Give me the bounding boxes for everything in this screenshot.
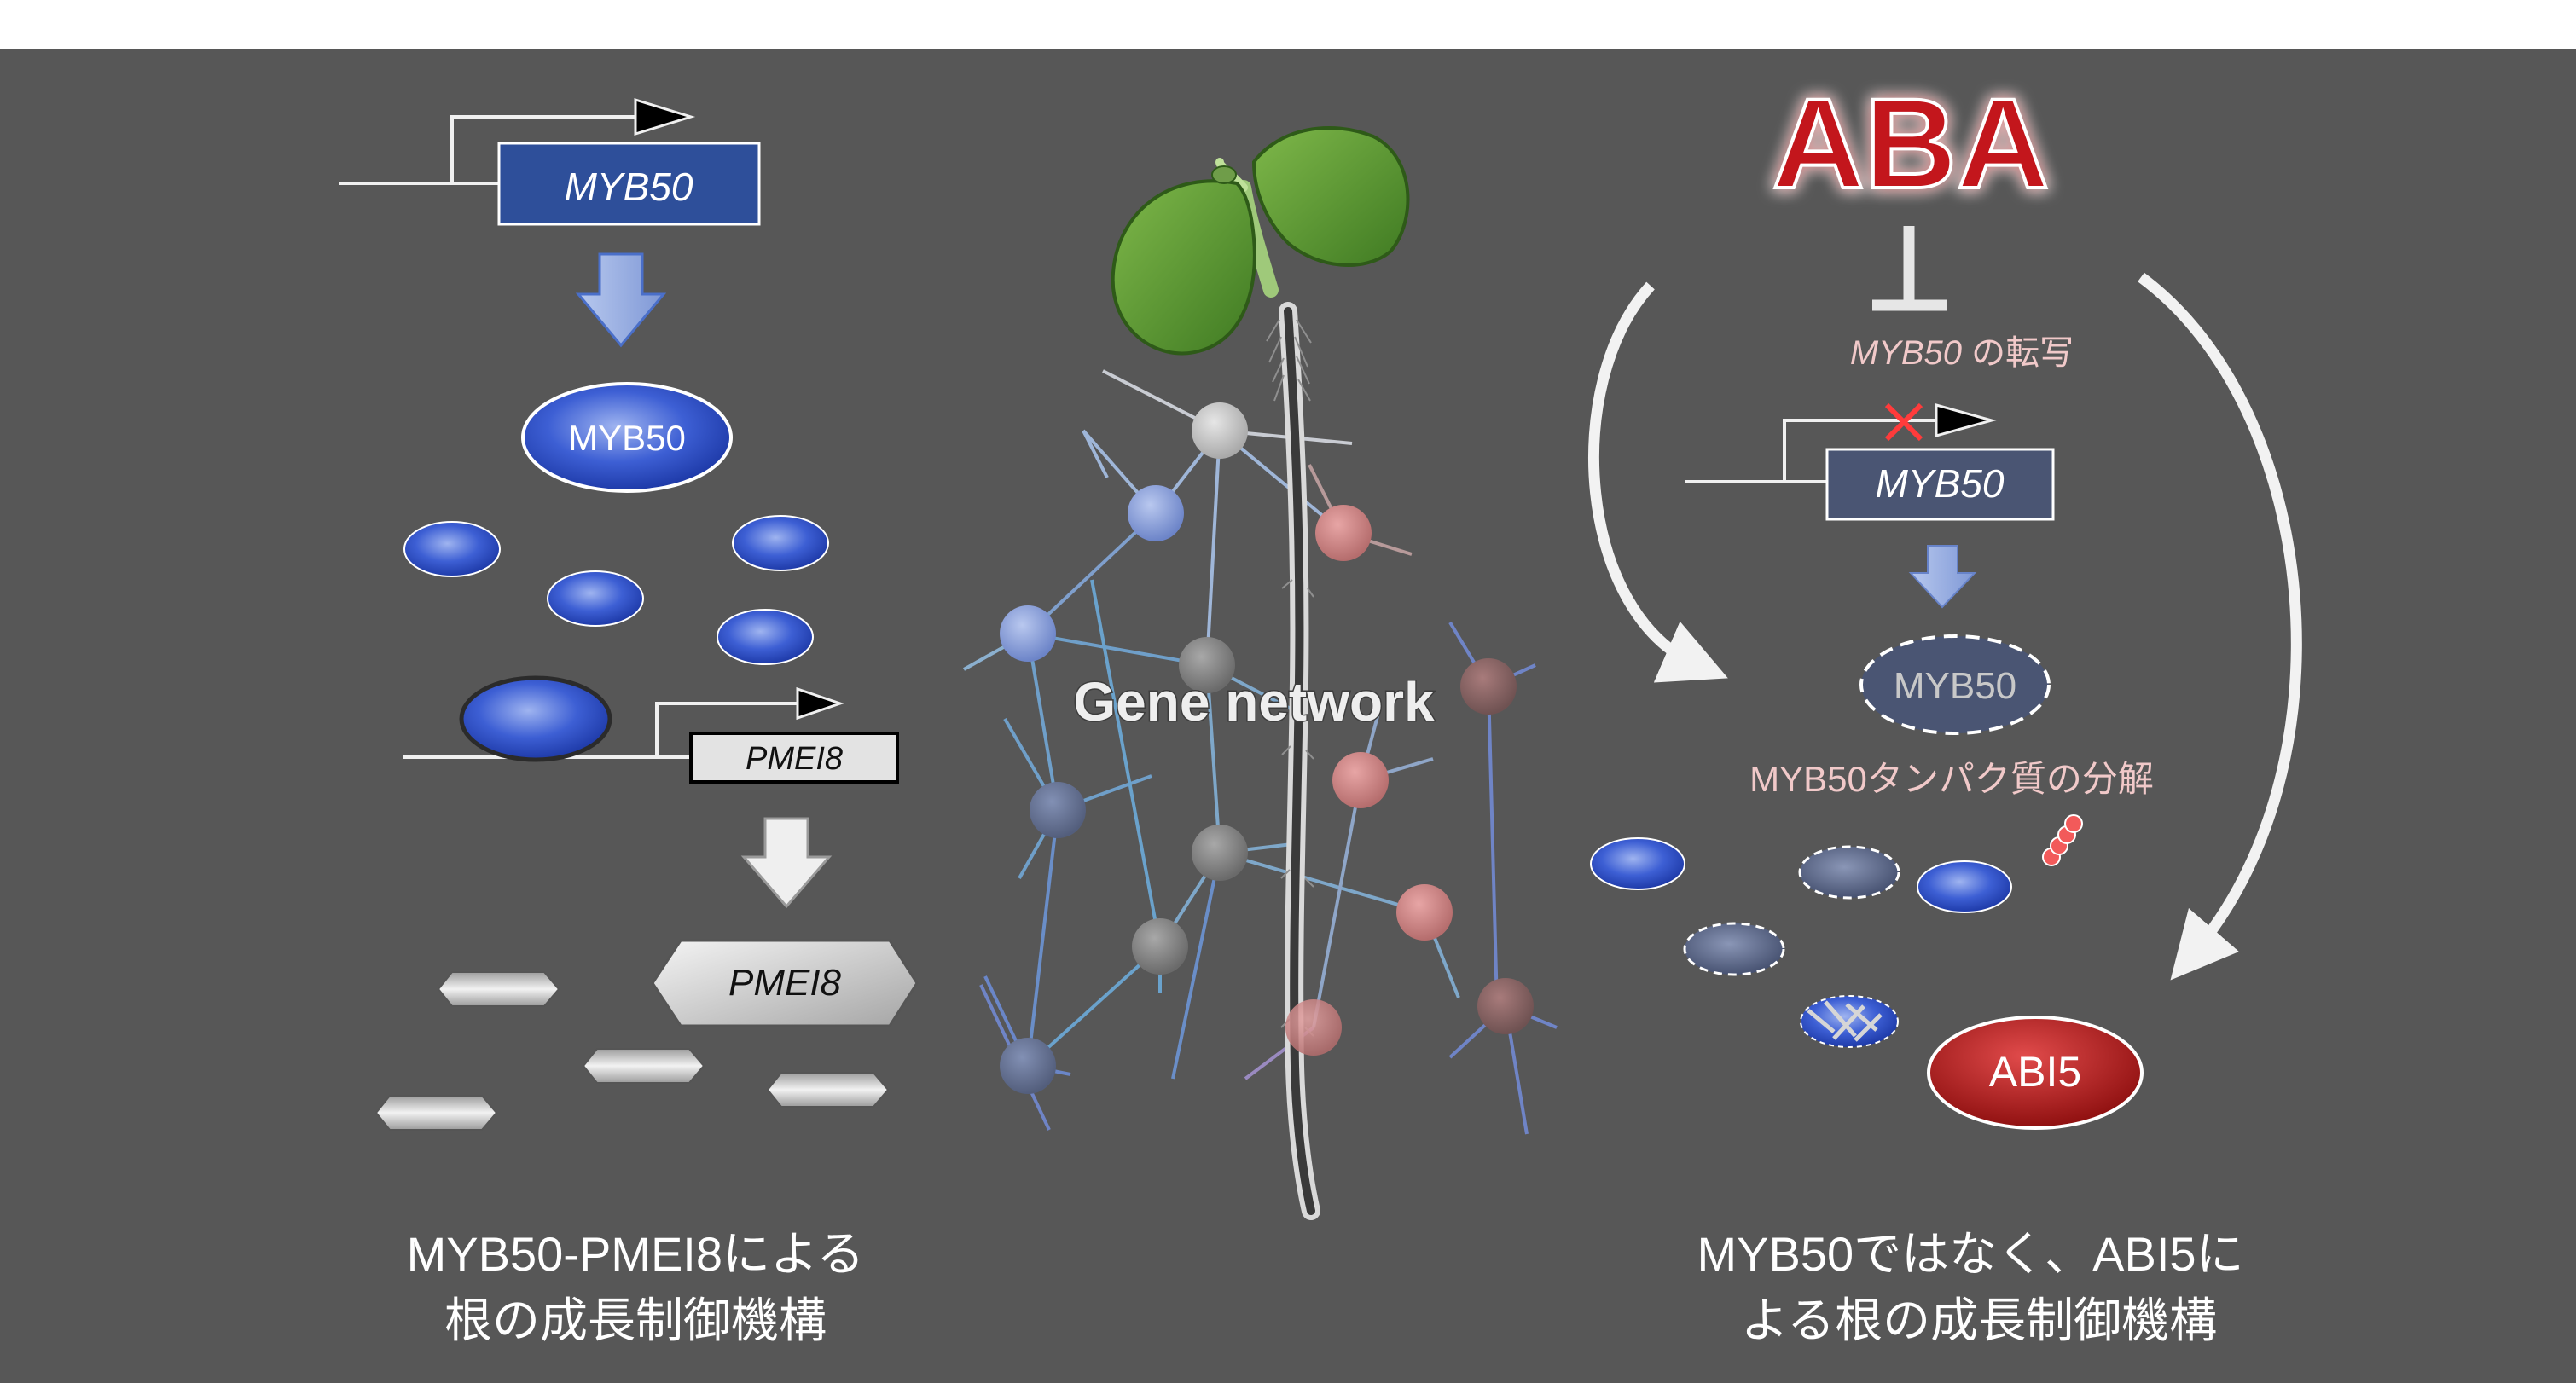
promoter-arrow-head xyxy=(1935,403,1997,437)
left-caption-line1: MYB50-PMEI8による xyxy=(407,1227,865,1281)
cross-mark xyxy=(1884,402,1923,442)
cotyledon-right xyxy=(1251,126,1410,267)
network-node xyxy=(1030,782,1086,838)
myb50-protein-reduced xyxy=(1859,634,2051,735)
reduced-expression-arrow xyxy=(1908,545,1977,609)
pmei8-protein xyxy=(651,939,919,1027)
network-node xyxy=(1128,485,1184,541)
curved-arrow-left xyxy=(1588,281,1728,683)
pmei8-small xyxy=(437,971,560,1007)
promoter-arrow xyxy=(1783,419,1936,482)
root-inner xyxy=(1284,307,1315,1215)
network-node xyxy=(1332,752,1389,808)
right-caption-line2: よる根の成長制御機構 xyxy=(1741,1294,2217,1347)
right-panel: ABA MYB50 の転写 MYB50 MYB50 MYB50タンパク質の分解 xyxy=(1588,70,2302,1347)
network-node xyxy=(1179,637,1235,693)
myb50-protein-intact xyxy=(1590,837,1685,890)
myb50-gene-box xyxy=(497,142,761,226)
network-node xyxy=(1315,505,1372,561)
network-node xyxy=(1000,605,1056,662)
myb50-protein xyxy=(521,382,733,493)
network-node xyxy=(1477,978,1534,1034)
network-node xyxy=(1000,1038,1056,1094)
network-node xyxy=(1192,825,1248,881)
protein-dot xyxy=(403,521,501,577)
pmei8-protein-label: PMEI8 xyxy=(728,962,842,1004)
myb50-protein-reduced-label: MYB50 xyxy=(1894,665,2016,707)
promoter-arrow xyxy=(655,702,798,757)
promoter-arrow-head xyxy=(796,686,844,721)
ubiquitin-chain xyxy=(2042,814,2083,866)
network-edges xyxy=(963,369,1558,1135)
pmei8-small xyxy=(582,1048,705,1084)
curved-arrow-right xyxy=(2138,272,2302,981)
left-caption-line2: 根の成長制御機構 xyxy=(444,1294,827,1347)
network-node xyxy=(1396,884,1453,941)
shoot-apex xyxy=(1211,165,1237,184)
promoter-arrow xyxy=(450,115,635,183)
myb50-gene-label-repressed: MYB50 xyxy=(1876,461,2005,506)
pmei8-small xyxy=(374,1095,498,1131)
promoter-arrow-head xyxy=(634,97,696,136)
protein-dot xyxy=(717,609,814,665)
cotyledon-left xyxy=(1111,179,1256,356)
myb50-gene-box-repressed xyxy=(1825,448,2055,521)
network-node xyxy=(1192,402,1248,459)
transcription-label: MYB50 の転写 xyxy=(1850,334,2074,372)
network-node xyxy=(1132,918,1188,975)
myb50-protein-fading xyxy=(1798,845,1900,900)
figure-panel xyxy=(0,49,2576,1383)
translation-arrow xyxy=(740,817,833,909)
degradation-label: MYB50タンパク質の分解 xyxy=(1749,759,2154,799)
myb50-protein-label: MYB50 xyxy=(568,418,686,458)
degraded-protein xyxy=(1800,995,1899,1048)
pmei8-gene-box xyxy=(689,732,899,784)
network-node xyxy=(1285,999,1342,1056)
pmei8-small xyxy=(766,1072,890,1108)
myb50-gene-label: MYB50 xyxy=(565,165,693,209)
pmei8-gene-label: PMEI8 xyxy=(746,741,843,777)
myb50-protein-ubiquitinated xyxy=(1917,860,2012,913)
left-panel: MYB50 MYB50 PMEI8 PMEI8 MYB50-PMEI8による 根… xyxy=(339,97,919,1347)
protein-dot xyxy=(547,570,644,627)
bound-myb50 xyxy=(459,675,612,762)
expression-arrow xyxy=(575,252,667,348)
protein-dot xyxy=(732,515,829,571)
abi5-label: ABI5 xyxy=(1989,1048,2081,1096)
abi5-protein xyxy=(1927,1016,2144,1130)
gene-network: Gene network xyxy=(963,126,1558,1220)
root-hairs xyxy=(1266,319,1314,1037)
right-caption-line1: MYB50ではなく、ABI5に xyxy=(1697,1227,2243,1281)
gene-network-label: Gene network xyxy=(1073,671,1435,732)
aba-label: ABA xyxy=(1772,72,2050,215)
myb50-protein-fading xyxy=(1683,922,1785,976)
network-node xyxy=(1460,658,1517,715)
